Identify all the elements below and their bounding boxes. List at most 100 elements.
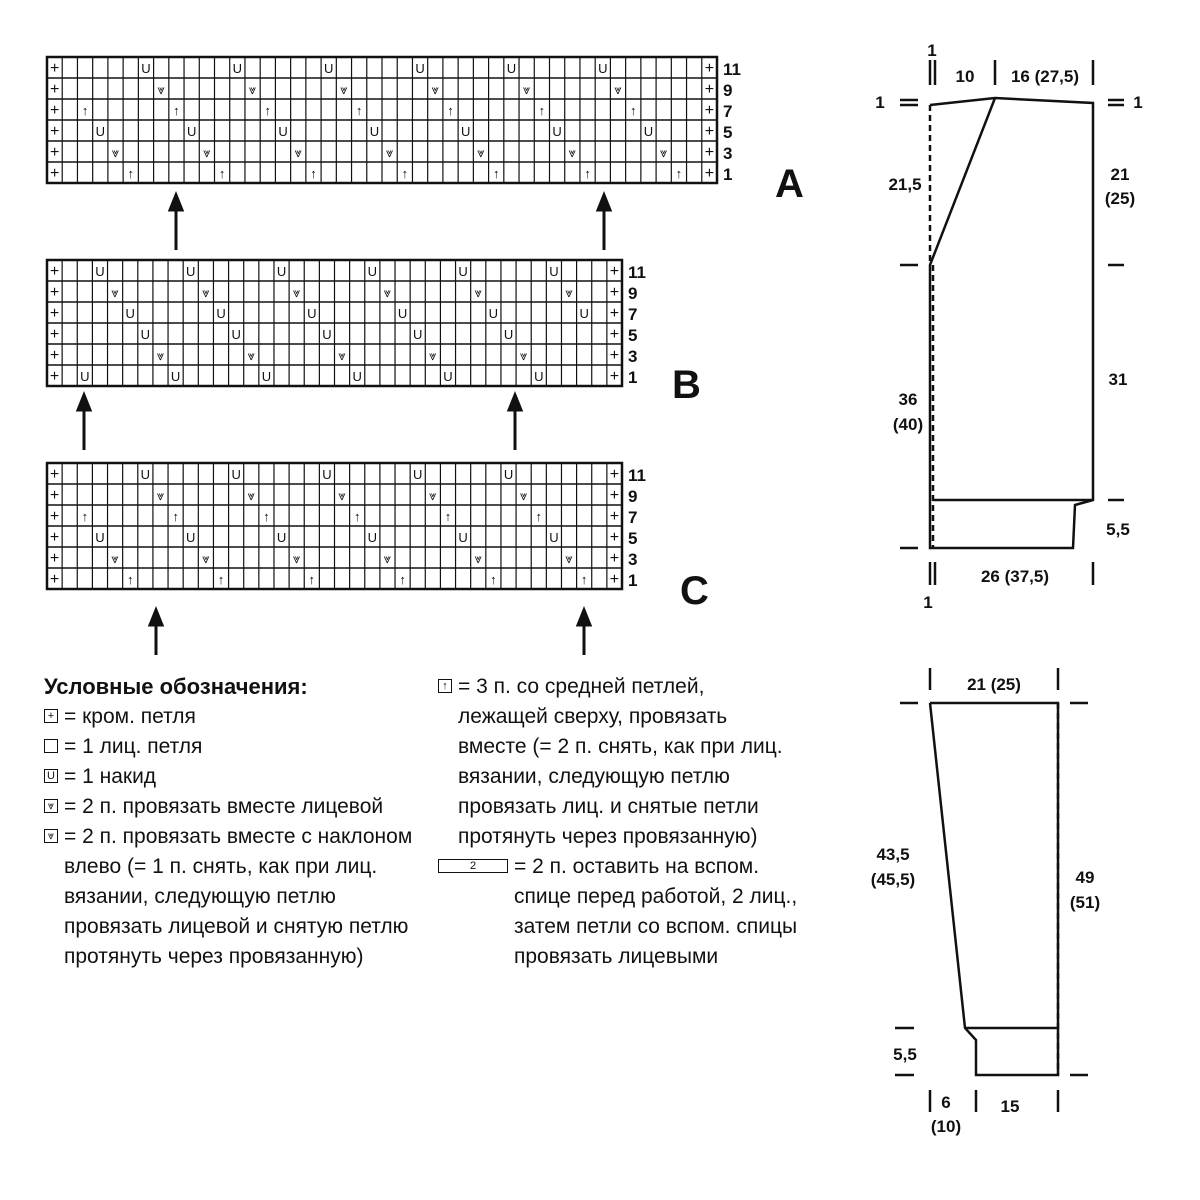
legend-title: Условные обозначения: xyxy=(44,674,308,699)
row-number: 7 xyxy=(628,508,637,527)
dimension-label: 26 (37,5) xyxy=(981,567,1049,586)
stitch-symbol-icon: ⩔ xyxy=(523,82,530,97)
stitch-symbol-icon: U xyxy=(322,467,331,482)
stitch-symbol-icon: U xyxy=(96,124,105,139)
row-number: 7 xyxy=(628,305,637,324)
stitch-symbol-icon: ⩔ xyxy=(475,285,482,300)
stitch-symbol-icon: U xyxy=(552,124,561,139)
edge-stitch-icon: + xyxy=(610,508,619,525)
legend-item: ⩔= 2 п. провязать вместе с наклоном влев… xyxy=(44,822,414,972)
row-number: 5 xyxy=(628,529,637,548)
dimension-label: 5,5 xyxy=(893,1045,917,1064)
row-number: 3 xyxy=(723,144,732,163)
edge-stitch-icon: + xyxy=(705,123,714,140)
stitch-symbol-icon: ↑ xyxy=(581,572,588,587)
stitch-symbol-icon: ⩔ xyxy=(475,551,482,566)
arrow-up-icon xyxy=(506,390,524,412)
stitch-symbol-icon: ↑ xyxy=(399,572,406,587)
row-number: 3 xyxy=(628,347,637,366)
stitch-symbol-icon: U xyxy=(277,530,286,545)
stitch-symbol-icon: ↑ xyxy=(584,166,591,181)
edge-stitch-icon: + xyxy=(50,326,59,343)
edge-stitch-icon: + xyxy=(44,709,58,723)
stitch-symbol-icon: ↑ xyxy=(354,509,361,524)
row-number: 9 xyxy=(628,487,637,506)
stitch-symbol-icon: ↑ xyxy=(172,509,179,524)
stitch-symbol-icon: ⩔ xyxy=(203,145,210,160)
stitch-symbol-icon: ⩔ xyxy=(157,488,164,503)
stitch-symbol-icon: U xyxy=(231,467,240,482)
dimension-label: 15 xyxy=(1001,1097,1020,1116)
double-decrease-icon: ↑ xyxy=(438,679,452,693)
edge-stitch-icon: + xyxy=(50,81,59,98)
stitch-symbol-icon: ↑ xyxy=(493,166,500,181)
stitch-symbol-icon: U xyxy=(186,530,195,545)
stitch-symbol-icon: U xyxy=(216,306,225,321)
stitch-symbol-icon: U xyxy=(644,124,653,139)
edge-stitch-icon: + xyxy=(50,529,59,546)
row-number: 5 xyxy=(628,326,637,345)
stitch-symbol-icon: U xyxy=(507,61,516,76)
stitch-symbol-icon: ↑ xyxy=(402,166,409,181)
row-number: 5 xyxy=(723,123,732,142)
edge-stitch-icon: + xyxy=(50,550,59,567)
stitch-symbol-icon: ⩔ xyxy=(295,145,302,160)
stitch-symbol-icon: ↑ xyxy=(263,509,270,524)
stitch-symbol-icon: ⩔ xyxy=(565,285,572,300)
stitch-symbol-icon: ↑ xyxy=(356,103,363,118)
stitch-symbol-icon: ⩔ xyxy=(338,348,345,363)
stitch-symbol-icon: ↑ xyxy=(219,166,226,181)
edge-stitch-icon: + xyxy=(50,487,59,504)
stitch-symbol-icon: ⩔ xyxy=(293,285,300,300)
stitch-symbol-icon: U xyxy=(262,369,271,384)
stitch-symbol-icon: ↑ xyxy=(265,103,272,118)
stitch-symbol-icon: U xyxy=(171,369,180,384)
stitch-symbol-icon: U xyxy=(307,306,316,321)
edge-stitch-icon: + xyxy=(50,368,59,385)
edge-stitch-icon: + xyxy=(610,487,619,504)
stitch-symbol-icon: U xyxy=(461,124,470,139)
body-schematic xyxy=(900,60,1124,585)
stitch-symbol-icon: ↑ xyxy=(309,572,316,587)
dimension-label: (40) xyxy=(893,415,923,434)
row-number: 7 xyxy=(723,102,732,121)
edge-stitch-icon: + xyxy=(610,550,619,567)
dimension-label: (10) xyxy=(931,1117,961,1136)
k2tog-icon: ⩔ xyxy=(44,799,58,813)
dimension-label: 43,5 xyxy=(876,845,909,864)
stitch-symbol-icon: U xyxy=(579,306,588,321)
edge-stitch-icon: + xyxy=(50,123,59,140)
yarn-over-icon: U xyxy=(44,769,58,783)
stitch-symbol-icon: U xyxy=(370,124,379,139)
dimension-label: (25) xyxy=(1105,189,1135,208)
stitch-symbol-icon: ⩔ xyxy=(248,348,255,363)
edge-stitch-icon: + xyxy=(610,284,619,301)
stitch-symbol-icon: ⩔ xyxy=(614,82,621,97)
row-number: 9 xyxy=(628,284,637,303)
stitch-symbol-icon: U xyxy=(598,61,607,76)
stitch-symbol-icon: U xyxy=(489,306,498,321)
stitch-symbol-icon: U xyxy=(233,61,242,76)
row-number: 11 xyxy=(628,466,646,485)
stitch-symbol-icon: ↑ xyxy=(445,509,452,524)
stitch-symbol-icon: U xyxy=(141,61,150,76)
edge-stitch-icon: + xyxy=(50,347,59,364)
dimension-label: 21 xyxy=(1111,165,1130,184)
stitch-symbol-icon: ⩔ xyxy=(111,551,118,566)
stitch-symbol-icon: U xyxy=(398,306,407,321)
chart-letter: C xyxy=(680,569,709,613)
dimension-label: 16 (27,5) xyxy=(1011,67,1079,86)
edge-stitch-icon: + xyxy=(705,81,714,98)
stitch-symbol-icon: ⩔ xyxy=(202,285,209,300)
sleeve-schematic xyxy=(895,668,1088,1112)
stitch-symbol-icon: U xyxy=(504,327,513,342)
stitch-symbol-icon: U xyxy=(458,264,467,279)
dimension-label: 5,5 xyxy=(1106,520,1130,539)
legend-item: U= 1 накид xyxy=(44,762,414,792)
row-number: 11 xyxy=(723,60,741,79)
stitch-symbol-icon: ⩔ xyxy=(520,348,527,363)
stitch-symbol-icon: ⩔ xyxy=(477,145,484,160)
dimension-label: 21,5 xyxy=(888,175,921,194)
